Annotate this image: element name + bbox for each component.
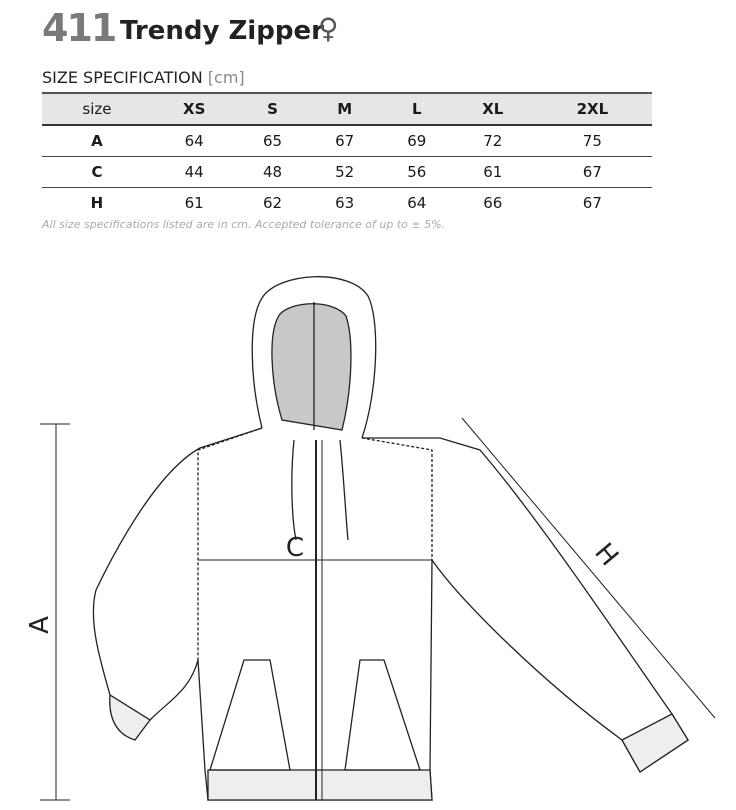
header-cell: 2XL: [576, 100, 609, 118]
cell: 48: [262, 163, 283, 181]
cell: 62: [262, 194, 283, 212]
header-cell: size: [82, 100, 112, 118]
cell: 63: [335, 194, 355, 212]
cell: 72: [483, 132, 503, 150]
product-name: Trendy Zipper: [120, 16, 324, 46]
cell: 64: [184, 132, 204, 150]
row-label: C: [91, 163, 103, 181]
spec-title-text: SIZE SPECIFICATION: [42, 68, 203, 87]
table-row: C 44 48 52 56 61 67: [42, 157, 652, 188]
header-cell: M: [337, 100, 353, 118]
cell: 56: [407, 163, 427, 181]
label-c: C: [286, 533, 304, 563]
label-h: H: [588, 538, 624, 572]
cell: 67: [582, 194, 602, 212]
spec-title: SIZE SPECIFICATION [cm]: [42, 68, 245, 87]
table-row: H 61 62 63 64 66 67: [42, 188, 652, 219]
female-icon: ♀: [318, 12, 339, 45]
header-cell: XS: [183, 100, 206, 118]
cell: 52: [335, 163, 355, 181]
label-a: A: [25, 616, 55, 634]
size-table: size XS S M L XL 2XL A 64 65 67 69 72 75 C 44 48…: [42, 92, 652, 218]
table-row: A 64 65 67 69 72 75: [42, 125, 652, 157]
cell: 67: [582, 163, 602, 181]
measurement-arrows: [40, 417, 716, 801]
header-cell: L: [412, 100, 422, 118]
product-number: 411: [42, 6, 117, 50]
row-label: H: [90, 194, 104, 212]
cell: 61: [184, 194, 204, 212]
header-cell: S: [267, 100, 278, 118]
arrow-h: [461, 417, 716, 719]
cell: 64: [407, 194, 427, 212]
cell: 61: [483, 163, 503, 181]
hoodie-outline: [92, 276, 689, 801]
header-cell: XL: [482, 100, 504, 118]
cell: 69: [407, 132, 427, 150]
cell: 66: [483, 194, 503, 212]
cell: 67: [335, 132, 355, 150]
cell: 44: [184, 163, 204, 181]
tolerance-note: All size specifications listed are in cm…: [42, 218, 446, 231]
cell: 65: [262, 132, 283, 150]
cell: 75: [582, 132, 602, 150]
spec-unit: [cm]: [207, 68, 245, 87]
table-header-row: size XS S M L XL 2XL: [42, 93, 652, 125]
row-label: A: [91, 132, 103, 150]
